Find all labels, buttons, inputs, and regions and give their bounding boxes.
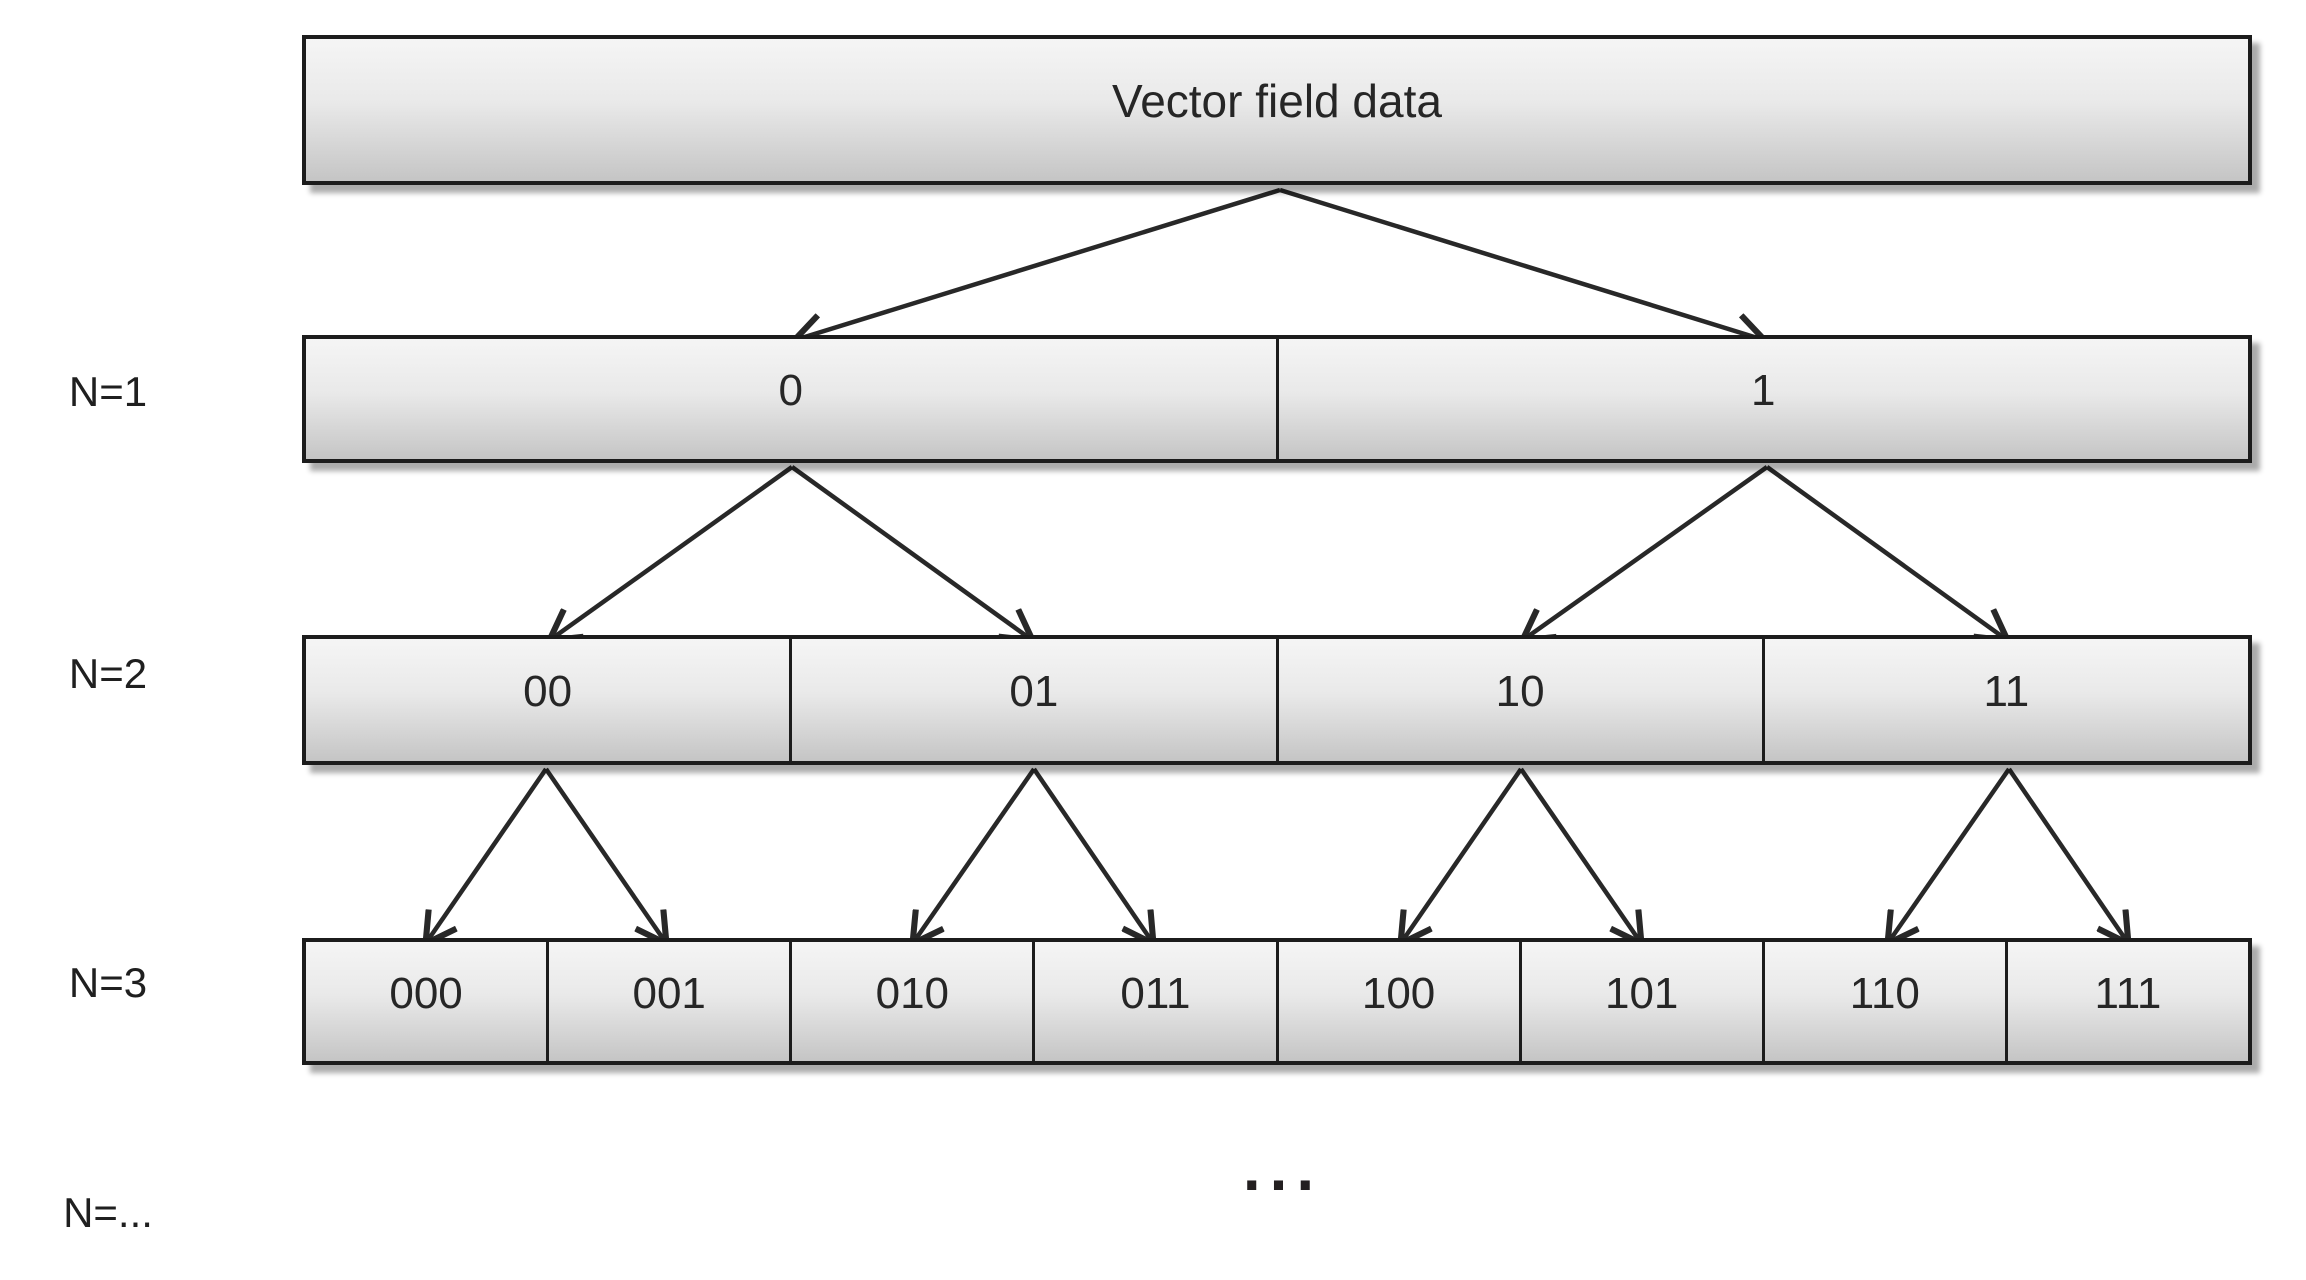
tree-cell-101: 101	[1518, 942, 1762, 1061]
level-label-n3: N=3	[68, 959, 148, 1006]
root-node: Vector field data	[302, 35, 2252, 185]
root-node-label: Vector field data	[1112, 75, 1442, 127]
level-label-n-more: N=...	[63, 1189, 153, 1236]
tree-cell-0: 0	[778, 366, 803, 415]
level-row-n3: 000 001 010 011 100 101 110 111	[302, 938, 2252, 1065]
tree-cell-111: 111	[2004, 942, 2248, 1061]
tree-cell-110: 110	[1761, 942, 2005, 1061]
tree-cell-1: 1	[1275, 339, 2249, 459]
continuation-ellipsis: ...	[1242, 1132, 1324, 1204]
level-label-n1: N=1	[68, 368, 148, 415]
level-row-n1: 0 1	[302, 335, 2252, 463]
tree-cell-011: 011	[1032, 942, 1275, 1061]
level-row-n2: 00 01 10 11	[302, 635, 2252, 765]
tree-cell-001: 001	[546, 942, 789, 1061]
tree-cell-10: 10	[1275, 639, 1762, 761]
tree-cell-11: 11	[1761, 639, 2248, 761]
tree-cell-00: 00	[523, 667, 573, 716]
tree-cell-01: 01	[789, 639, 1275, 761]
tree-cell-010: 010	[789, 942, 1032, 1061]
tree-cell-000: 000	[389, 968, 463, 1018]
level-label-n2: N=2	[68, 650, 148, 697]
tree-cell-100: 100	[1275, 942, 1519, 1061]
